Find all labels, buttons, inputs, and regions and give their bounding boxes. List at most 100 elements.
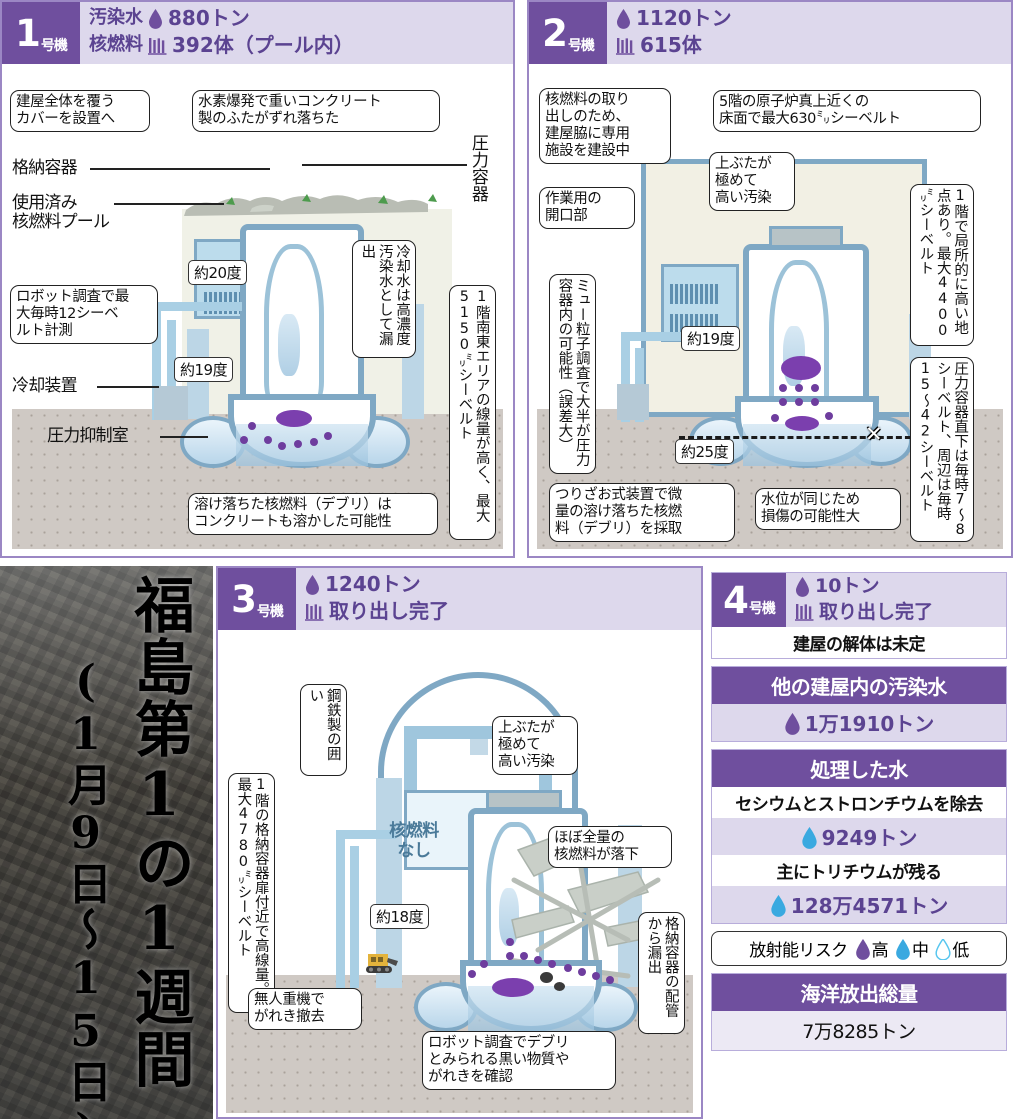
treated-water-value-1-row: 9249トン — [712, 818, 1006, 855]
risk-legend: 放射能リスク 高 中 低 — [711, 931, 1007, 966]
debris-dot — [520, 952, 528, 960]
rpv-water — [278, 314, 300, 376]
unit3-water-row: 1240トン — [305, 571, 701, 598]
unit1-header: 1 号機 汚染水 880トン 核燃料 392体（プール内） — [2, 2, 513, 64]
fuel-pool-icon — [616, 37, 635, 55]
summary-stats-panel: 4 号機 10トン 取り出し完了 — [705, 566, 1013, 1119]
pipe-left-v2 — [167, 320, 176, 420]
callout-melted-debris: 溶け落ちた核燃料（デブリ）は コンクリートも溶かした可能性 — [188, 493, 438, 536]
callout-first-floor-dose: 1階南東エリアの線量が高く、最大5150㍉シーベルト — [449, 285, 496, 540]
unit2-number: 2 — [542, 11, 568, 55]
other-buildings-value-row: 1万1910トン — [712, 704, 1006, 741]
water-drop-icon-high — [784, 712, 800, 735]
callout-below-pressure-vessel: 圧力容器直下は毎時7～8シーベルト、周辺は毎時15～42シーベルト — [910, 357, 975, 542]
unit1-fuel-value: 392体（プール内） — [172, 33, 354, 57]
unit1-panel: 1 号機 汚染水 880トン 核燃料 392体（プール内） — [0, 0, 515, 558]
pressure-suppression-chamber-label: 圧力抑制室 — [47, 426, 129, 446]
callout-robot-black-substance: ロボット調査でデブリ とみられる黒い物質や がれきを確認 — [422, 1031, 616, 1091]
other-buildings-contaminated-water: 他の建屋内の汚染水 1万1910トン — [711, 666, 1007, 742]
debris-dot — [240, 436, 248, 444]
fuel-pool-icon — [795, 603, 814, 622]
unit1-number: 1 — [15, 11, 41, 55]
debris-dot — [506, 952, 514, 960]
unit4-fuel-value: 取り出し完了 — [819, 600, 934, 623]
debris-dot — [264, 436, 272, 444]
debris-dot — [506, 938, 514, 946]
debris-dot — [779, 384, 787, 392]
risk-high-label: 高 — [871, 941, 889, 961]
unit3-fuel-row: 取り出し完了 — [305, 598, 701, 625]
unit4-stats: 10トン 取り出し完了 — [786, 573, 1006, 627]
debris-dot — [534, 956, 542, 964]
reactor-temperature: 約19度 — [174, 357, 234, 382]
unit2-stats: 1120トン 615体 — [607, 2, 1011, 64]
debris-dot — [548, 960, 556, 968]
debris-dot — [825, 412, 833, 420]
treated-water-note-2: 主にトリチウムが残る — [712, 855, 1006, 886]
debris-dot — [606, 976, 614, 984]
reactor-temperature: 約25度 — [675, 439, 735, 464]
ocean-release-header: 海洋放出総量 — [712, 974, 1006, 1011]
steel-enclosure-column — [376, 778, 402, 988]
pcv-water — [743, 424, 871, 466]
callout-muon-survey: ミュー粒子調査で大半が圧力容器内の可能性（誤差大） — [549, 274, 596, 474]
unit4-number: 4 — [723, 578, 749, 622]
debris-dot — [578, 968, 586, 976]
containment-vessel-label: 格納容器 — [12, 158, 78, 178]
unit1-diagram — [2, 64, 513, 556]
leader-line — [90, 168, 270, 170]
pipe-left-h — [621, 332, 691, 341]
leader-line — [97, 386, 159, 388]
callout-fifth-floor-dose: 5階の原子炉真上近くの 床面で最大630㍉シーベルト — [713, 90, 981, 133]
unit3-suffix: 号機 — [256, 604, 284, 620]
fuel-rods-2 — [670, 314, 718, 334]
unit3-stats: 1240トン 取り出し完了 — [296, 568, 701, 630]
title-photo-panel: 福島第1の1週間 (1月9日～15日) — [0, 566, 213, 1119]
debris-dot — [592, 972, 600, 980]
unit4-group: 4 号機 10トン 取り出し完了 — [711, 572, 1007, 659]
callout-top-lid-contamination: 上ぶたが 極めて 高い汚染 — [492, 716, 578, 776]
treated-water-value-2: 128万4571トン — [790, 894, 949, 918]
fuel-pool-icon — [148, 37, 167, 55]
pool-temperature: 約19度 — [681, 326, 741, 351]
callout-top-lid-contamination: 上ぶたが 極めて 高い汚染 — [709, 152, 795, 212]
unit2-header: 2 号機 1120トン 615体 — [529, 2, 1011, 64]
unit2-panel: 2 号機 1120トン 615体 — [527, 0, 1013, 558]
callout-hydrogen-explosion: 水素爆発で重いコンクリート 製のふたがずれ落ちた — [192, 90, 440, 133]
water-drop-icon — [616, 8, 631, 29]
pcv-water — [236, 424, 368, 466]
unit4-water-row: 10トン — [795, 574, 1006, 600]
fuel-pool-icon — [305, 603, 324, 621]
water-drop-icon — [148, 8, 163, 29]
callout-work-opening: 作業用の 開口部 — [539, 187, 635, 230]
debris-dot — [779, 398, 787, 406]
water-drop-icon-mid — [770, 894, 786, 917]
callout-first-floor-hotspot: 1階で局所的に高い地点あり。最大4400㍉シーベルト — [910, 184, 975, 346]
page-subtitle: (1月9日～15日) — [60, 656, 111, 1119]
unit1-fuel-label: 核燃料 — [89, 34, 143, 56]
debris-dot — [468, 970, 476, 978]
debris-molten-fuel — [276, 410, 312, 427]
unit3-fuel-value: 取り出し完了 — [329, 599, 449, 623]
cooling-unit-box — [617, 384, 649, 420]
unit1-suffix: 号機 — [40, 38, 68, 54]
debris-dot — [564, 964, 572, 972]
callout-coolant-leak: 冷却水は高濃度汚染水として漏出 — [352, 240, 417, 358]
unit4-header: 4 号機 10トン 取り出し完了 — [712, 573, 1006, 627]
pressure-vessel — [264, 244, 324, 404]
pcv-water — [468, 986, 594, 1032]
unit2-water-value: 1120トン — [636, 6, 732, 30]
rubble-debris — [182, 192, 457, 218]
black-substance — [554, 982, 565, 991]
unit2-suffix: 号機 — [567, 38, 595, 54]
water-drop-icon-low — [935, 938, 951, 960]
pipe-left-v — [621, 332, 630, 422]
unit3-water-value: 1240トン — [325, 572, 421, 596]
unit4-fuel-row: 取り出し完了 — [795, 600, 1006, 626]
pipe-left-v2 — [350, 846, 359, 988]
damage-x-marker: ✕ — [865, 422, 883, 446]
unit2-fuel-value: 615体 — [640, 33, 702, 57]
unit1-stats: 汚染水 880トン 核燃料 392体（プール内） — [80, 2, 513, 64]
treated-water-value-1: 9249トン — [821, 826, 918, 850]
unit3-diagram — [218, 630, 701, 1117]
